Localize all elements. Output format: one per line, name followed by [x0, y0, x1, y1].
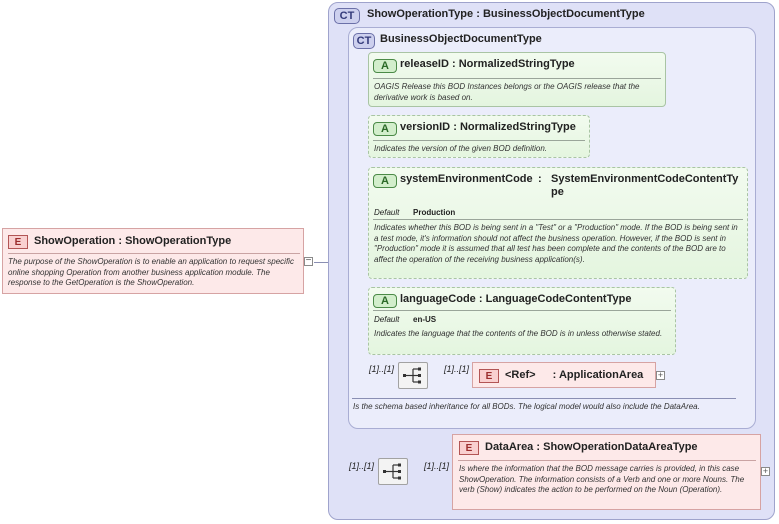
attribute-description: OAGIS Release this BOD Instances belongs… — [374, 82, 640, 102]
attribute-languageCode[interactable]: A languageCode : LanguageCodeContentType… — [368, 287, 676, 355]
element-multiplicity: [1]..[1] — [444, 364, 470, 374]
separator: : — [538, 173, 542, 185]
outer-type-base: BusinessObjectDocumentType — [482, 8, 645, 20]
data-area-element[interactable]: E DataArea : ShowOperationDataAreaType I… — [452, 434, 761, 510]
root-element-box[interactable]: E ShowOperation : ShowOperationType The … — [2, 228, 304, 294]
outer-type-title: ShowOperationType : BusinessObjectDocume… — [367, 8, 645, 20]
attribute-description: Indicates the language that the contents… — [374, 329, 663, 338]
sequence-icon — [383, 463, 401, 480]
divider — [458, 460, 756, 461]
element-badge: E — [459, 441, 479, 455]
attribute-systemEnvironmentCode[interactable]: A systemEnvironmentCode : SystemEnvironm… — [368, 167, 748, 279]
element-title: DataArea : ShowOperationDataAreaType — [485, 441, 698, 453]
divider — [373, 140, 585, 141]
sequence-compositor-icon[interactable] — [378, 458, 408, 485]
expand-toggle[interactable]: + — [761, 466, 770, 476]
root-element-description: The purpose of the ShowOperation is to e… — [8, 257, 294, 287]
element-ref: <Ref> — [505, 369, 536, 381]
attribute-description: Indicates the version of the given BOD d… — [374, 144, 547, 153]
divider — [352, 398, 736, 399]
element-multiplicity: [1]..[1] — [424, 461, 450, 471]
inner-type-title: BusinessObjectDocumentType — [380, 33, 542, 45]
ct-badge-icon: CT — [334, 8, 360, 24]
application-area-element[interactable]: E <Ref> : ApplicationArea — [472, 362, 656, 388]
root-element-name: ShowOperation — [34, 235, 116, 247]
attribute-type: LanguageCodeContentType — [485, 293, 632, 305]
default-value: Production — [413, 208, 456, 217]
divider — [373, 78, 661, 79]
inner-type-description: Is the schema based inheritance for all … — [353, 402, 700, 411]
attribute-versionID[interactable]: A versionID : NormalizedStringType Indic… — [368, 115, 590, 158]
default-value: en-US — [413, 315, 437, 324]
divider — [8, 253, 300, 254]
attribute-description: Indicates whether this BOD is being sent… — [374, 223, 738, 264]
element-name: DataArea — [485, 441, 534, 453]
attribute-title: languageCode : LanguageCodeContentType — [400, 293, 632, 305]
attribute-type: NormalizedStringType — [459, 121, 576, 133]
divider — [373, 310, 671, 311]
attribute-name: languageCode — [400, 293, 476, 305]
attribute-name: systemEnvironmentCode — [400, 173, 533, 185]
divider — [373, 219, 743, 220]
outer-type-name: ShowOperationType — [367, 8, 474, 20]
attribute-name: releaseID — [400, 58, 449, 70]
default-label: Default — [374, 315, 400, 324]
attribute-badge: A — [373, 122, 397, 136]
attribute-badge: A — [373, 59, 397, 73]
element-type: ShowOperationDataAreaType — [543, 441, 698, 453]
root-element-title: ShowOperation : ShowOperationType — [34, 235, 232, 247]
collapse-toggle[interactable]: − — [304, 255, 313, 266]
attribute-type: NormalizedStringType — [458, 58, 575, 70]
sequence-icon — [403, 367, 421, 384]
element-type: ApplicationArea — [558, 369, 644, 381]
attribute-badge: A — [373, 174, 397, 188]
attribute-name: versionID — [400, 121, 451, 133]
connector-root-to-type — [314, 262, 338, 263]
element-title: <Ref> : ApplicationArea — [505, 369, 644, 381]
attribute-type: SystemEnvironmentCodeContentType — [551, 173, 739, 198]
root-element-type: ShowOperationType — [125, 235, 232, 247]
ct-badge-icon: CT — [353, 33, 375, 49]
default-label: Default — [374, 208, 400, 217]
attribute-releaseID[interactable]: A releaseID : NormalizedStringType OAGIS… — [368, 52, 666, 107]
element-description: Is where the information that the BOD me… — [459, 464, 745, 494]
attribute-badge: A — [373, 294, 397, 308]
sequence-multiplicity: [1]..[1] — [369, 364, 395, 374]
element-badge: E — [8, 235, 28, 249]
attribute-title: versionID : NormalizedStringType — [400, 121, 576, 133]
attribute-title: releaseID : NormalizedStringType — [400, 58, 575, 70]
sequence-compositor-icon[interactable] — [398, 362, 428, 389]
element-badge: E — [479, 369, 499, 383]
sequence-multiplicity: [1]..[1] — [349, 461, 375, 471]
expand-toggle[interactable]: + — [656, 370, 665, 380]
